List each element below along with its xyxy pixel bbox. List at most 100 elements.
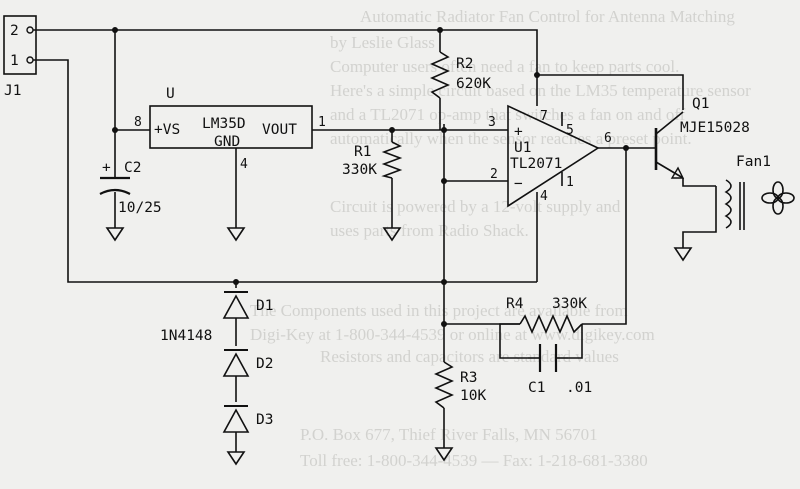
opamp-pin-5-number: 5	[566, 123, 574, 138]
ghost-line-1: Automatic Radiator Fan Control for Anten…	[360, 7, 735, 26]
junction-dot	[441, 127, 447, 133]
r1-value-label: 330K	[342, 162, 377, 178]
opamp-minus-sign: −	[514, 176, 523, 192]
c2-polarity-mark: +	[102, 160, 111, 176]
opamp-ref-label: U1	[514, 140, 531, 156]
collector-lead	[655, 111, 684, 135]
resistor-zigzag	[381, 141, 403, 179]
capacitor-c2: + C2 10/25	[99, 160, 162, 216]
diode-d3: D3	[222, 405, 273, 433]
junction-dot	[441, 279, 447, 285]
junction-dot	[437, 27, 443, 33]
d1-ref-label: D1	[256, 298, 273, 314]
ground-icon	[673, 247, 693, 262]
sensor-pin-1-number: 1	[318, 115, 326, 130]
ghost-line-6: automatically when the sensor reaches a …	[330, 129, 692, 148]
ghost-line-3: Computer users often need a fan to keep …	[330, 57, 679, 76]
r4-value-label: 330K	[552, 296, 587, 312]
junction-dot	[623, 145, 629, 151]
c1-ref-label: C1	[528, 380, 545, 396]
fan-motor: Fan1	[724, 154, 795, 230]
r1-ref-label: R1	[354, 144, 371, 160]
sensor-vs-pin: +VS	[154, 122, 180, 138]
c1-right-wire	[568, 324, 583, 359]
j1-pin-1-label: 1	[10, 53, 19, 69]
ghost-line-11: Resistors and capacitors are standard va…	[320, 347, 619, 366]
connector-body	[3, 15, 37, 75]
opamp-body	[507, 104, 600, 208]
q1-ref-label: Q1	[692, 96, 709, 112]
junction-dot	[441, 321, 447, 327]
sensor-body	[149, 105, 313, 149]
ground-icon	[434, 447, 454, 462]
ground-symbols	[105, 227, 693, 466]
opamp-pin-7-number: 7	[540, 109, 548, 124]
junction-dot	[534, 72, 540, 78]
opamp-pin-2-number: 2	[490, 167, 498, 182]
d2-ref-label: D2	[256, 356, 273, 372]
fan-return-wire	[682, 186, 717, 248]
resistor-r1: R1 330K	[342, 141, 403, 179]
opamp-part-label: TL2071	[510, 156, 562, 172]
fan-coil	[724, 179, 732, 229]
connector-j1: 2 1 J1	[3, 15, 50, 99]
resistor-r2: R2 620K	[430, 51, 491, 99]
ghost-line-7: Circuit is powered by a 12-volt supply a…	[330, 197, 621, 216]
ghost-line-13: Toll free: 1-800-344-4539 — Fax: 1-218-6…	[300, 451, 648, 470]
junction-dot	[112, 127, 118, 133]
opamp-pin-3-number: 3	[488, 115, 496, 130]
junctions	[112, 27, 629, 327]
fan-ref-label: Fan1	[736, 154, 771, 170]
ground-icon	[226, 227, 246, 242]
resistor-zigzag	[519, 314, 583, 334]
opamp-tl2071: + − U1 TL2071 3 2 6 7 5 4 1	[488, 104, 612, 208]
c2-ref-label: C2	[124, 160, 141, 176]
r2-ref-label: R2	[456, 56, 473, 72]
fan-icon	[761, 181, 795, 215]
opamp-pin-4-number: 4	[540, 189, 548, 204]
emitter-wire	[682, 178, 716, 187]
sensor-lm35: U +VS LM35D VOUT GND 8 1 4	[134, 86, 326, 172]
opamp-pin-1-number: 1	[566, 175, 574, 190]
d3-ref-label: D3	[256, 412, 273, 428]
resistor-zigzag	[434, 361, 454, 409]
feedback-wire	[582, 148, 627, 325]
sensor-ref-label: U	[166, 86, 175, 102]
wiring	[50, 29, 717, 452]
background-text: Automatic Radiator Fan Control for Anten…	[250, 7, 751, 470]
ground-icon	[382, 227, 402, 242]
sensor-gnd-pin: GND	[214, 134, 240, 150]
junction-dot	[441, 178, 447, 184]
ghost-line-4: Here's a simple circuit based on the LM3…	[330, 81, 751, 100]
diode-triangle	[222, 408, 250, 433]
j1-ref-label: J1	[4, 83, 21, 99]
diode-d2: D2	[222, 349, 273, 377]
q1-part-label: MJE15028	[680, 120, 750, 136]
opamp-pin-6-number: 6	[604, 131, 612, 146]
sensor-pin-4-number: 4	[240, 157, 248, 172]
diode-triangle	[222, 294, 250, 319]
capacitor-c1: C1 .01	[528, 344, 592, 396]
r3-ref-label: R3	[460, 370, 477, 386]
ground-icon	[105, 227, 125, 242]
ghost-line-12: P.O. Box 677, Thief River Falls, MN 5670…	[300, 425, 598, 444]
junction-dot	[233, 279, 239, 285]
emitter-lead	[655, 161, 684, 179]
resistor-r3: R3 10K	[434, 361, 486, 409]
sensor-part-label: LM35D	[202, 116, 246, 132]
resistor-zigzag	[430, 51, 450, 99]
r4-ref-label: R4	[506, 296, 524, 312]
return-wire	[50, 59, 537, 283]
diode-triangle	[222, 352, 250, 377]
ghost-line-9: The Components used in this project are …	[250, 301, 628, 320]
c1-value-label: .01	[566, 380, 592, 396]
junction-dot	[112, 27, 118, 33]
c2-value-label: 10/25	[118, 200, 162, 216]
ghost-line-2: by Leslie Glass	[330, 33, 435, 52]
diode-d1: D1 1N4148	[160, 291, 273, 344]
junction-dot	[389, 127, 395, 133]
pin-circle	[26, 26, 34, 34]
pin-circle	[26, 56, 34, 64]
sensor-pin-8-number: 8	[134, 115, 142, 130]
